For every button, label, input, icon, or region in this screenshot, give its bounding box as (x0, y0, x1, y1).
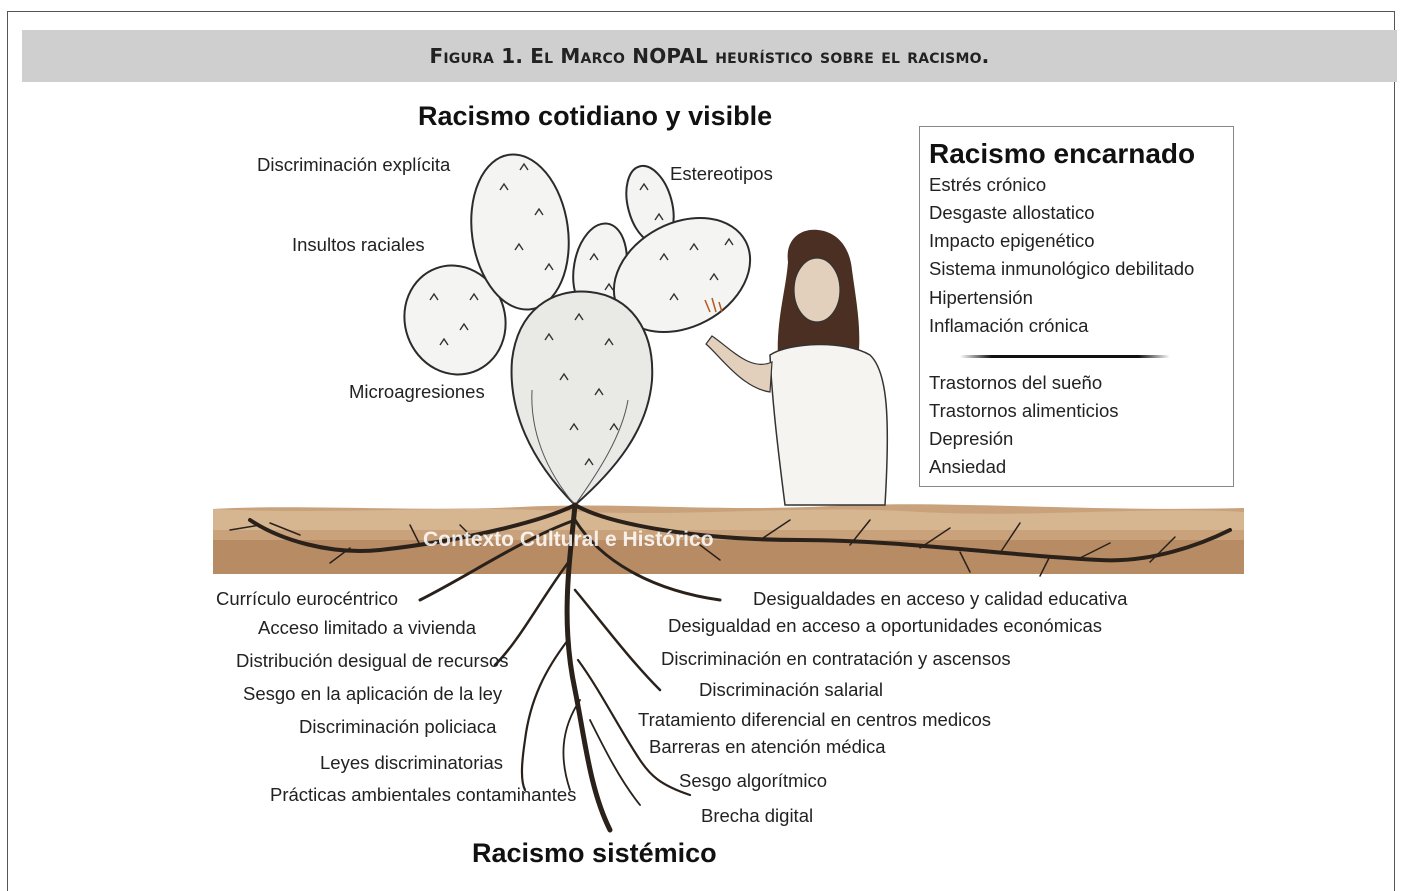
embodied-item: Inflamación crónica (929, 315, 1089, 336)
root-label-right: Brecha digital (701, 805, 814, 826)
label-microagresiones: Microagresiones (349, 381, 485, 402)
top-title: Racismo cotidiano y visible (418, 101, 773, 131)
embodied-item: Estrés crónico (929, 174, 1047, 195)
cactus-pad-main (510, 290, 654, 507)
root-label-right: Tratamiento diferencial en centros medic… (638, 709, 992, 730)
root-label-left: Sesgo en la aplicación de la ley (243, 683, 503, 704)
root-label-right: Sesgo algorítmico (679, 770, 828, 791)
root-label-right: Barreras en atención médica (649, 736, 886, 757)
root-label-right: Desigualdad en acceso a oportunidades ec… (668, 615, 1103, 636)
root-label-left: Currículo eurocéntrico (216, 588, 398, 609)
box-divider (960, 355, 1170, 358)
cactus-spines (429, 162, 734, 466)
caption-bar: Figura 1. El Marco NOPAL heurístico sobr… (22, 30, 1397, 82)
embodied-item: Desgaste allostatico (929, 202, 1095, 223)
bottom-title: Racismo sistémico (472, 838, 717, 868)
root-label-right: Desigualdades en acceso y calidad educat… (753, 588, 1128, 609)
embodied-item: Trastornos del sueño (929, 372, 1103, 393)
embodied-racism-box: Racismo encarnado Estrés crónico Desgast… (919, 126, 1234, 487)
figure-caption: Figura 1. El Marco NOPAL heurístico sobr… (429, 44, 990, 68)
root-label-right: Discriminación en contratación y ascenso… (661, 648, 1011, 669)
woman-shirt (769, 343, 889, 506)
embodied-item: Depresión (929, 428, 1014, 449)
soil-label: Contexto Cultural e Histórico (423, 528, 714, 551)
embodied-item: Trastornos alimenticios (929, 400, 1119, 421)
cactus-pad-left (403, 264, 507, 376)
embodied-racism-title: Racismo encarnado (929, 138, 1196, 169)
embodied-item: Sistema inmunológico debilitado (929, 258, 1195, 279)
root-label-left: Distribución desigual de recursos (236, 650, 509, 671)
root-label-left: Acceso limitado a vivienda (258, 617, 476, 638)
woman-face (793, 257, 841, 323)
root-label-left: Discriminación policiaca (299, 716, 497, 737)
cactus (403, 153, 752, 507)
cactus-pad-top-left (470, 153, 570, 311)
woman-arm (705, 335, 773, 393)
woman-figure (704, 229, 889, 506)
embodied-item: Ansiedad (929, 456, 1007, 477)
root-label-left: Prácticas ambientales contaminantes (270, 784, 577, 805)
figure-frame (7, 11, 1395, 891)
root-label-left: Leyes discriminatorias (320, 752, 504, 773)
embodied-item: Hipertensión (929, 287, 1033, 308)
roots (229, 502, 1232, 833)
label-insultos-raciales: Insultos raciales (292, 234, 425, 255)
embodied-item: Impacto epigenético (929, 230, 1095, 251)
label-estereotipos: Estereotipos (670, 163, 773, 184)
root-label-right: Discriminación salarial (699, 679, 884, 700)
label-discriminacion-explicita: Discriminación explícita (257, 154, 451, 175)
